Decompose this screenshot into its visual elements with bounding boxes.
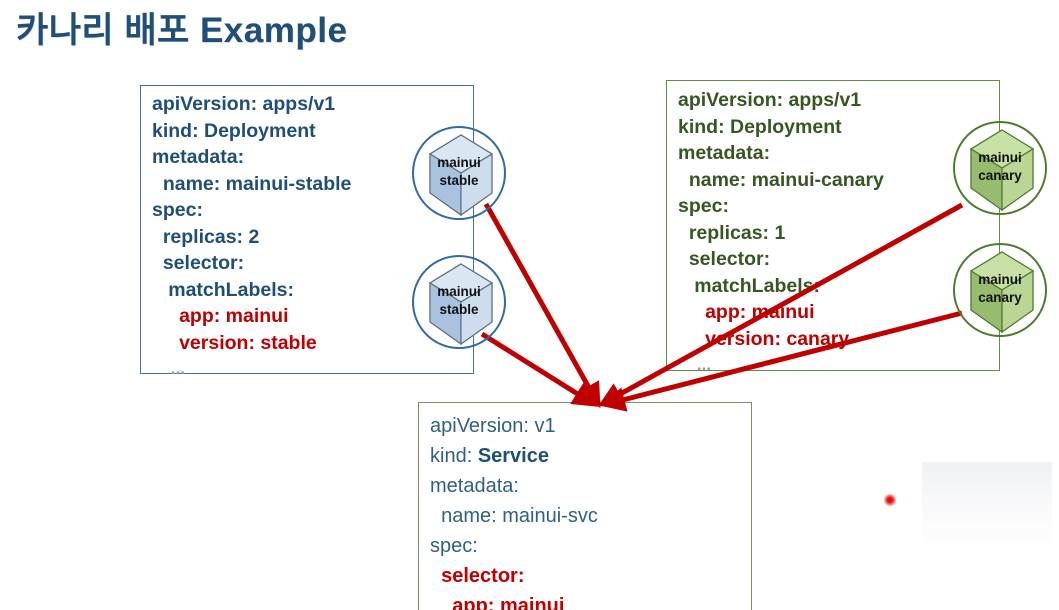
yaml-line: replicas: 1 — [678, 221, 786, 244]
pod-mainui-canary-1[interactable]: mainui canary — [953, 121, 1047, 215]
yaml-line: selector: — [678, 248, 771, 270]
yaml-line: kind: Deployment — [152, 119, 316, 142]
yaml-line: spec: — [430, 535, 478, 557]
pod-mainui-stable-1[interactable]: mainui stable — [412, 126, 506, 220]
yaml-line: metadata: — [430, 475, 519, 497]
pod-mainui-stable-2[interactable]: mainui stable — [412, 255, 506, 349]
cube-icon — [969, 129, 1035, 212]
cube-icon — [428, 134, 494, 217]
yaml-line: app: mainui — [152, 305, 289, 327]
yaml-line: kind: Deployment — [678, 115, 842, 138]
yaml-line: kind: Service — [430, 445, 549, 467]
yaml-value-emphasis: Service — [477, 445, 549, 467]
yaml-line: apiVersion: apps/v1 — [152, 93, 336, 115]
yaml-line: spec: — [152, 199, 203, 221]
yaml-line: name: mainui-canary — [678, 168, 884, 191]
yaml-line: name: mainui-svc — [430, 505, 598, 527]
laser-pointer-dot — [884, 494, 896, 506]
yaml-line: metadata: — [678, 142, 771, 164]
pod-mainui-canary-2[interactable]: mainui canary — [953, 243, 1047, 337]
yaml-line: metadata: — [152, 146, 245, 168]
yaml-line: apiVersion: apps/v1 — [678, 89, 862, 111]
yaml-line: matchLabels: — [678, 274, 820, 297]
yaml-line: ... — [678, 355, 712, 374]
yaml-line: spec: — [678, 195, 729, 217]
stable-deployment-yaml: apiVersion: apps/v1 kind: Deployment metad… — [152, 91, 351, 383]
canary-deployment-box: apiVersion: apps/v1 kind: Deployment metad… — [666, 80, 1000, 374]
yaml-line: version: canary — [678, 327, 850, 350]
yaml-line: ... — [152, 359, 186, 378]
yaml-line: selector: — [152, 252, 245, 274]
cube-icon — [428, 263, 494, 346]
page-title: 카나리 배포 Example — [16, 11, 348, 50]
yaml-line: replicas: 2 — [152, 225, 260, 248]
yaml-line: version: stable — [152, 331, 317, 354]
yaml-line: matchLabels: — [152, 278, 294, 301]
yaml-line: apiVersion: v1 — [430, 415, 556, 437]
yaml-line: app: mainui — [678, 301, 815, 323]
canary-deployment-yaml: apiVersion: apps/v1 kind: Deployment metad… — [678, 87, 884, 379]
stable-deployment-box: apiVersion: apps/v1 kind: Deployment metad… — [140, 85, 474, 378]
service-yaml: apiVersion: v1 kind: Service metadata: nam… — [430, 411, 598, 610]
cube-icon — [969, 251, 1035, 334]
screen-artifact — [922, 462, 1052, 544]
yaml-line: app: mainui — [430, 595, 565, 610]
yaml-line: name: mainui-stable — [152, 172, 352, 195]
yaml-line: selector: — [430, 565, 525, 587]
service-box: apiVersion: v1 kind: Service metadata: nam… — [418, 402, 752, 610]
